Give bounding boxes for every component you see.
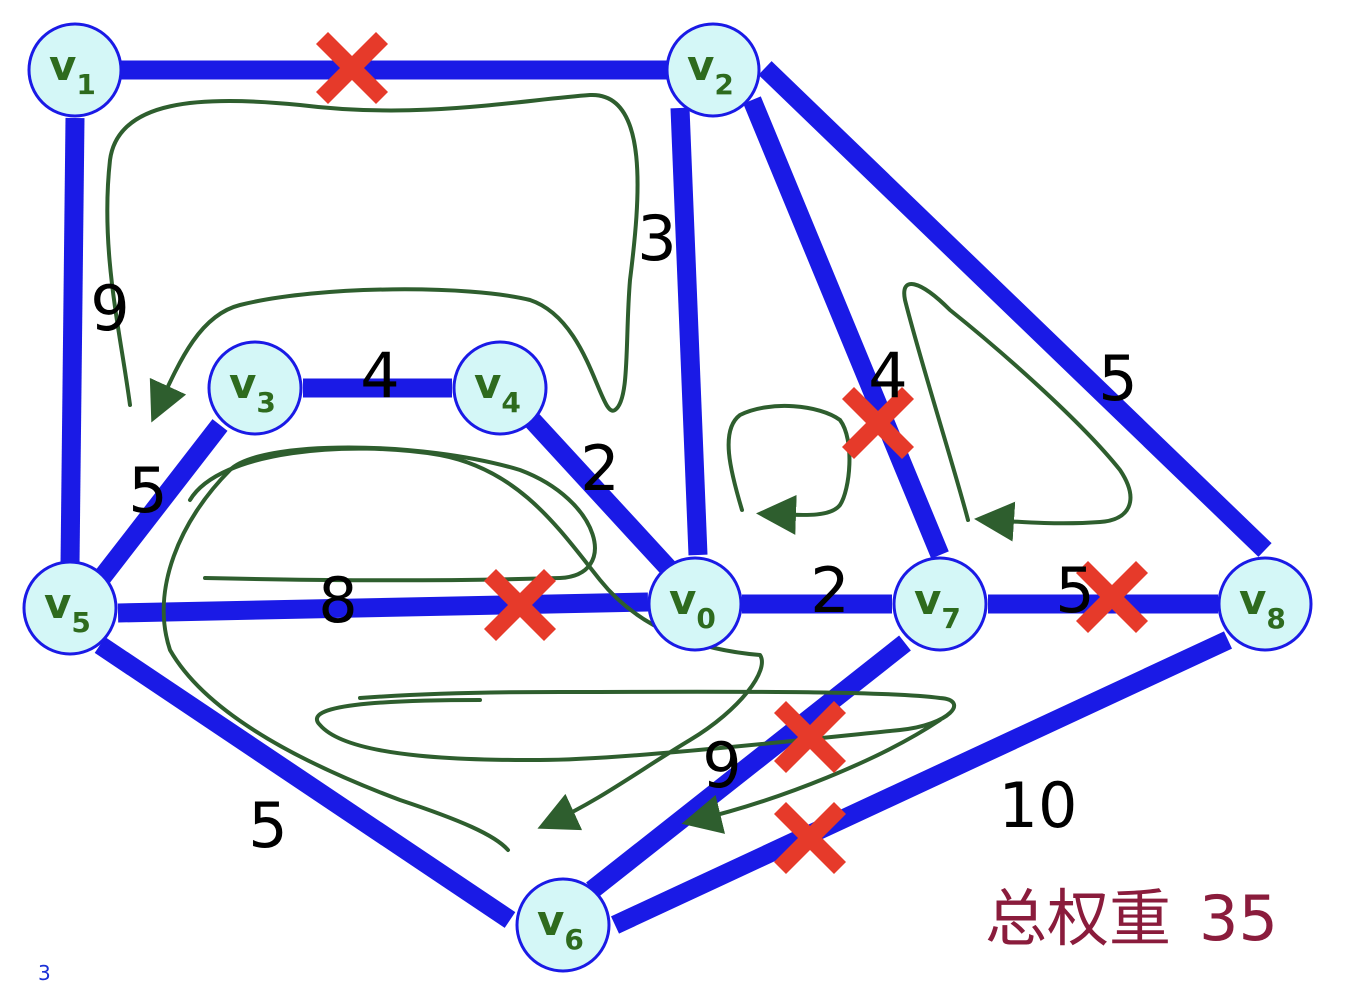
node-v0: v0 — [647, 556, 743, 652]
weight-label-v2-v7: 4 — [868, 339, 907, 412]
node-label-v7: v7 — [914, 575, 961, 635]
node-label-v6: v6 — [537, 896, 584, 956]
edge-v2-v0 — [670, 107, 708, 556]
node-label-v8: v8 — [1239, 575, 1286, 635]
weight-label-v1-v5: 9 — [90, 272, 129, 345]
page-number: 3 — [38, 961, 51, 982]
weight-label-v5-v6: 5 — [248, 789, 287, 862]
removed-cross-v1-v2 — [315, 31, 389, 105]
weight-label-v4-v0: 2 — [580, 432, 619, 505]
trace-loop-v1-v4 — [105, 92, 640, 423]
weight-label-v0-v7: 2 — [810, 554, 849, 627]
node-v2: v2 — [665, 22, 761, 118]
node-v1: v1 — [27, 22, 123, 118]
weight-label-v3-v5: 5 — [128, 454, 167, 527]
edge-v5-v0 — [117, 592, 649, 623]
edge-v8-v6 — [610, 631, 1233, 934]
node-v8: v8 — [1217, 556, 1313, 652]
edge-v1-v5 — [60, 117, 85, 566]
trace-loop-v6-arrow — [188, 446, 764, 831]
weight-label-v2-v0: 3 — [637, 202, 676, 275]
weight-label-v7-v8: 5 — [1055, 554, 1094, 627]
total-weight-caption: 总权重 35 — [985, 882, 1278, 955]
nodes-layer: v1 v2 v3 v4 v5 v0 v7 v8 v6 — [22, 22, 1313, 973]
node-label-v3: v3 — [229, 359, 276, 419]
edge-v7-v6 — [586, 635, 911, 898]
node-label-v4: v4 — [474, 359, 521, 419]
edge-v2-v8 — [758, 61, 1272, 557]
crosses-layer — [315, 31, 1149, 875]
trace-arrows — [105, 92, 1133, 852]
edge-v3-v5 — [92, 419, 228, 586]
total-weight-value: 35 — [1199, 882, 1278, 955]
edge-v5-v6 — [94, 637, 516, 928]
node-v7: v7 — [892, 556, 988, 652]
removed-cross-v7-v8 — [1075, 560, 1149, 634]
removed-cross-v8-v6 — [773, 801, 847, 875]
weight-label-v7-v6: 9 — [702, 729, 741, 802]
node-v3: v3 — [207, 340, 303, 436]
edge-v2-v7 — [743, 96, 949, 559]
edge-v4-v0 — [525, 413, 677, 577]
node-label-v2: v2 — [687, 41, 734, 101]
trace-loop-v5-v6 — [161, 445, 597, 852]
node-v6: v6 — [515, 877, 611, 973]
node-v5: v5 — [22, 560, 118, 656]
removed-cross-v7-v6 — [773, 700, 847, 774]
weight-label-v2-v8: 5 — [1098, 342, 1137, 415]
weight-label-v8-v6: 10 — [999, 769, 1078, 842]
weight-label-v5-v0: 8 — [318, 564, 357, 637]
removed-cross-v2-v7 — [841, 386, 915, 460]
node-label-v0: v0 — [669, 575, 716, 635]
weights-layer: 9 3 4 5 4 5 2 8 2 5 5 9 10 — [90, 202, 1137, 862]
edges-layer — [60, 60, 1272, 934]
node-v4: v4 — [452, 340, 548, 436]
trace-loop-v7-v8 — [902, 282, 1133, 542]
node-label-v5: v5 — [44, 579, 91, 639]
node-label-v1: v1 — [49, 41, 96, 101]
trace-loop-v7-v6 — [315, 689, 956, 820]
removed-cross-v5-v0 — [483, 568, 557, 642]
weight-label-v3-v4: 4 — [360, 339, 399, 412]
trace-loop-v0 — [726, 404, 852, 535]
total-weight-label: 总权重 — [985, 882, 1171, 955]
